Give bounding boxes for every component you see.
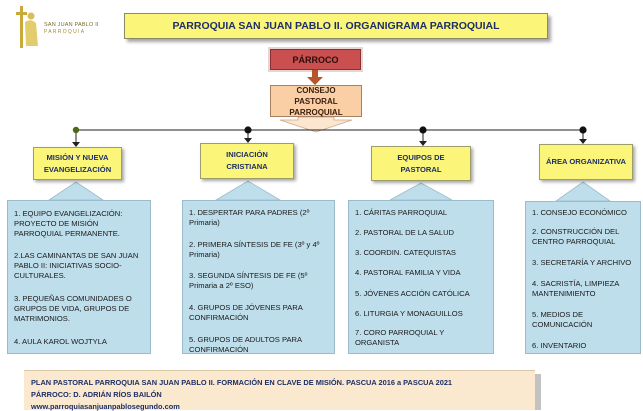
footer-shadow [535, 374, 541, 410]
category-iniciacion: INICIACIÓN CRISTIANA [200, 143, 294, 179]
list-item: 5. JÓVENES ACCIÓN CATÓLICA [355, 289, 470, 298]
pope-figure-icon [16, 6, 38, 48]
panel-area: 1. CONSEJO ECONÓMICO 2. CONSTRUCCIÓN DEL… [525, 201, 641, 354]
list-item: 2. PRIMERA SÍNTESIS DE FE (3º y 4º Prima… [189, 240, 320, 259]
footer-parroco-text: PÁRROCO: D. ADRIÁN RÍOS BAILÓN [31, 390, 162, 399]
list-item: 1. EQUIPO EVANGELIZACIÓN: PROYECTO DE MI… [14, 209, 123, 238]
page-title: PARROQUIA SAN JUAN PABLO II. ORGANIGRAMA… [124, 13, 548, 39]
list-item: 1. CONSEJO ECONÓMICO [532, 208, 627, 217]
panel-equipos: 1. CÁRITAS PARROQUIAL 2. PASTORAL DE LA … [348, 200, 494, 354]
panel-1-arrowhead [47, 181, 105, 201]
list-item: 2. CONSTRUCCIÓN DEL CENTRO PARROQUIAL [532, 227, 620, 246]
list-item: 3. SEGUNDA SÍNTESIS DE FE (5º Primaria a… [189, 271, 308, 290]
footer-banner: PLAN PASTORAL PARROQUIA SAN JUAN PABLO I… [24, 370, 535, 411]
drop-3 [419, 126, 427, 146]
list-item: 7. CORO PARROQUIAL Y ORGANISTA [355, 328, 445, 347]
list-item: 2. PASTORAL DE LA SALUD [355, 228, 455, 237]
drop-1 [72, 126, 80, 147]
list-item: 6. LITURGIA Y MONAGUILLOS [355, 309, 463, 318]
list-item: 1. CÁRITAS PARROQUIAL [355, 208, 448, 217]
drop-4 [579, 126, 587, 144]
drop-2 [244, 126, 252, 143]
parroco-box: PÁRROCO [270, 49, 361, 70]
list-item: 4. AULA KAROL WOJTYLA [14, 337, 107, 346]
consejo-box: CONSEJO PASTORAL PARROQUIAL [270, 85, 362, 117]
list-item: 4. SACRISTÍA, LIMPIEZA MANTENIMIENTO [532, 279, 619, 298]
list-item: 2.LAS CAMINANTAS DE SAN JUAN PABLO II: I… [14, 251, 139, 280]
down-arrow-icon [307, 70, 323, 85]
list-item: 3. COORDIN. CATEQUISTAS [355, 248, 456, 257]
footer-website-link[interactable]: www.parroquiasanjuanpablosegundo.com [31, 402, 180, 411]
category-mision: MISIÓN Y NUEVA EVANGELIZACIÓN [33, 147, 122, 180]
parish-logo: SAN JUAN PABLO II PARROQUIA [14, 6, 122, 52]
footer-plan-text: PLAN PASTORAL PARROQUIA SAN JUAN PABLO I… [31, 378, 453, 387]
list-item: 5. GRUPOS DE ADULTOS PARA CONFIRMACIÓN [189, 335, 302, 354]
panel-4-arrowhead [554, 181, 612, 202]
list-item: 4. GRUPOS DE JÓVENES PARA CONFIRMACIÓN [189, 303, 303, 322]
consejo-arrow [279, 116, 353, 133]
panel-3-arrowhead [389, 182, 453, 201]
list-item: 6. INVENTARIO [532, 341, 587, 350]
list-item: 4. PASTORAL FAMILIA Y VIDA [355, 268, 461, 277]
panel-iniciacion: 1. DESPERTAR PARA PADRES (2º Primaria) 2… [182, 200, 335, 354]
list-item: 3. SECRETARÍA Y ARCHIVO [532, 258, 632, 267]
list-item: 3. PEQUEÑAS COMUNIDADES O GRUPOS DE VIDA… [14, 294, 132, 323]
list-item: 5. MEDIOS DE COMUNICACIÓN [532, 310, 593, 329]
list-item: 1. DESPERTAR PARA PADRES (2º Primaria) [189, 208, 310, 227]
category-area: ÁREA ORGANIZATIVA [539, 144, 633, 180]
logo-text: SAN JUAN PABLO II [44, 22, 99, 28]
panel-2-arrowhead [214, 180, 282, 201]
panel-mision: 1. EQUIPO EVANGELIZACIÓN: PROYECTO DE MI… [7, 200, 151, 354]
logo-subtext: PARROQUIA [44, 29, 86, 35]
category-equipos: EQUIPOS DE PASTORAL [371, 146, 471, 181]
